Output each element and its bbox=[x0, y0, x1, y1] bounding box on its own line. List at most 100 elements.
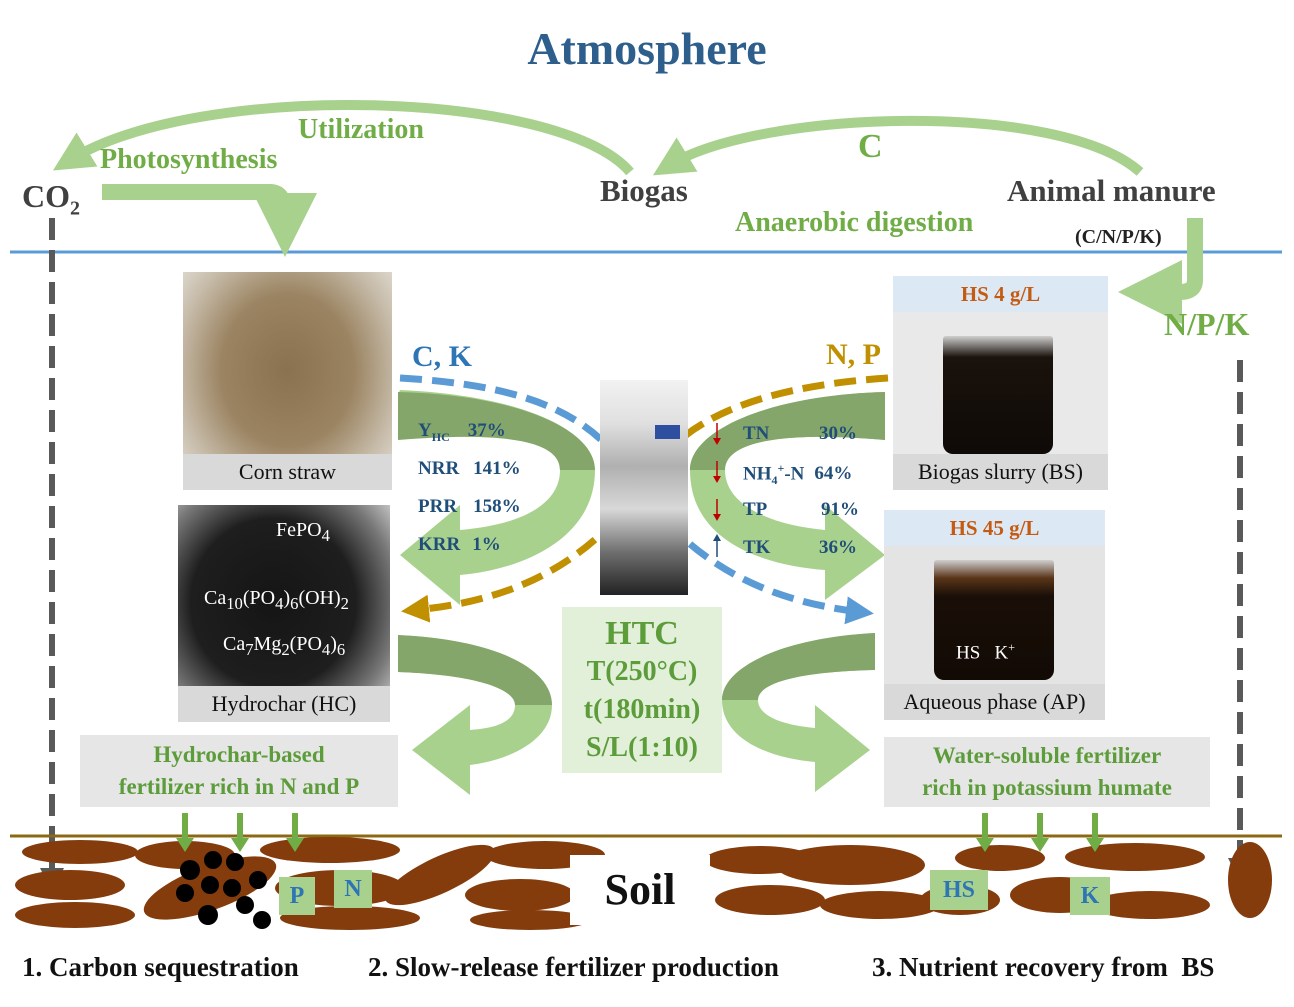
carbon-label: C bbox=[858, 128, 883, 165]
trend-arrows bbox=[713, 423, 721, 557]
htc-time: t(180min) bbox=[583, 694, 701, 725]
ap-inner-sup: + bbox=[1008, 640, 1016, 654]
stat-value: 158% bbox=[473, 496, 521, 517]
f: Ca bbox=[223, 633, 246, 655]
biogas-label: Biogas bbox=[600, 173, 688, 208]
stat-tp: TP 91% bbox=[743, 499, 859, 521]
htc-title: HTC bbox=[605, 615, 679, 652]
stat-name: TN bbox=[743, 423, 770, 444]
stat-value: 30% bbox=[819, 423, 857, 444]
fertilizer-line: fertilizer rich in N and P bbox=[118, 774, 360, 799]
nutrient-hs-box: HS bbox=[930, 870, 988, 910]
aqueous-beaker bbox=[934, 560, 1054, 680]
stat-name: PRR bbox=[418, 496, 458, 517]
utilization-label: Utilization bbox=[298, 114, 424, 145]
ap-inner-text: HS K bbox=[956, 642, 1009, 664]
page-title: Atmosphere bbox=[527, 23, 767, 74]
label-carbon-sequestration: 1. Carbon sequestration bbox=[22, 952, 299, 982]
nutrient-k-box: K bbox=[1070, 877, 1110, 915]
right-upper-arrow-shade bbox=[690, 392, 885, 470]
corn-straw-photo: Corn straw bbox=[183, 272, 392, 490]
stat-name: Y bbox=[418, 420, 432, 441]
utilization-arrow bbox=[52, 100, 634, 176]
hydroxyapatite-formula: Ca10(PO4)6(OH)2 bbox=[204, 587, 349, 614]
f: 2 bbox=[340, 594, 349, 613]
htc-conditions-box: HTC T(250°C) t(180min) S/L(1:10) bbox=[562, 607, 722, 773]
label-nutrient-recovery: 3. Nutrient recovery from BS bbox=[872, 952, 1215, 982]
stat-value: 64% bbox=[814, 463, 853, 485]
f: 6 bbox=[336, 640, 346, 659]
water-soluble-fertilizer-box: Water-soluble fertilizer rich in potassi… bbox=[884, 737, 1210, 807]
aqueous-phase-hs: HS 45 g/L bbox=[884, 510, 1105, 546]
stat-value: 1% bbox=[472, 534, 501, 555]
photosynthesis-arrow bbox=[102, 184, 317, 257]
ck-label: C, K bbox=[412, 340, 472, 373]
aqueous-phase-caption: Aqueous phase (AP) bbox=[884, 684, 1105, 720]
npk-label: N/P/K bbox=[1164, 306, 1250, 342]
stat-name: TK bbox=[743, 537, 771, 558]
right-lower-arrow-shade bbox=[722, 633, 875, 700]
f: (OH) bbox=[298, 587, 341, 609]
slurry-beaker bbox=[943, 336, 1053, 454]
f: (PO bbox=[242, 587, 276, 609]
left-lower-arrow-shade bbox=[398, 635, 552, 705]
htc-ratio: S/L(1:10) bbox=[586, 732, 698, 763]
aqueous-inner-label: HS K+ bbox=[956, 640, 1015, 664]
stat-prr: PRR 158% bbox=[418, 496, 521, 518]
biogas-slurry-hs: HS 4 g/L bbox=[893, 276, 1108, 312]
stat-sub: 4 bbox=[771, 473, 778, 488]
stat-sup: + bbox=[777, 461, 785, 475]
htc-temperature: T(250°C) bbox=[586, 656, 698, 687]
nutrient-n-box: N bbox=[334, 870, 372, 908]
stat-name: NH bbox=[743, 463, 772, 485]
f: Ca bbox=[204, 587, 227, 609]
co2-text: CO bbox=[22, 178, 70, 214]
co2-label: CO2 bbox=[22, 178, 80, 220]
fepo4-formula: FePO4 bbox=[276, 519, 330, 546]
carbon-arrow bbox=[652, 115, 1144, 176]
f: 4 bbox=[321, 640, 331, 659]
stat-suffix: -N bbox=[784, 463, 805, 485]
hydrochar-photo: FePO4 Ca10(PO4)6(OH)2 Ca7Mg2(PO4)6 Hydro… bbox=[178, 505, 390, 722]
photosynthesis-label: Photosynthesis bbox=[100, 144, 278, 175]
nutrient-p-box: P bbox=[279, 877, 315, 915]
fertilizer-line: Hydrochar-based bbox=[153, 742, 325, 767]
corn-straw-caption: Corn straw bbox=[183, 454, 392, 490]
stat-sub: HC bbox=[431, 429, 450, 444]
stat-name: NRR bbox=[418, 458, 460, 479]
stat-name: KRR bbox=[418, 534, 461, 555]
nutrient-down-arrows bbox=[182, 813, 1098, 840]
label-slow-release-fertilizer: 2. Slow-release fertilizer production bbox=[368, 952, 779, 982]
f: (PO bbox=[289, 633, 322, 655]
cnpk-label: (C/N/P/K) bbox=[1075, 226, 1162, 248]
biogas-slurry-photo: HS 4 g/L Biogas slurry (BS) bbox=[893, 276, 1108, 490]
reactor-panel bbox=[655, 425, 680, 439]
left-upper-arrow-shade bbox=[398, 392, 595, 470]
f: Mg bbox=[253, 633, 282, 655]
hydrochar-fertilizer-box: Hydrochar-based fertilizer rich in N and… bbox=[80, 735, 398, 807]
f: 7 bbox=[245, 640, 254, 659]
stat-nh4: NH4+-N 64% bbox=[743, 461, 852, 488]
fertilizer-line: rich in potassium humate bbox=[922, 775, 1172, 800]
stat-value: 91% bbox=[821, 499, 859, 520]
np-label: N, P bbox=[826, 338, 881, 371]
stat-name: TP bbox=[743, 499, 768, 520]
htc-reactor-photo bbox=[600, 380, 688, 595]
stat-value: 36% bbox=[819, 537, 857, 558]
hydrochar-caption: Hydrochar (HC) bbox=[178, 686, 390, 722]
manure-to-slurry-arrow bbox=[1118, 218, 1203, 324]
f: 6 bbox=[290, 594, 299, 613]
np-dashed-flow bbox=[401, 374, 889, 623]
co2-subscript: 2 bbox=[70, 197, 80, 220]
aqueous-phase-photo: HS 45 g/L HS K+ Aqueous phase (AP) bbox=[884, 510, 1105, 720]
f: 2 bbox=[281, 640, 290, 659]
biogas-slurry-caption: Biogas slurry (BS) bbox=[893, 454, 1108, 490]
stat-tk: TK 36% bbox=[743, 537, 857, 559]
camg-phosphate-formula: Ca7Mg2(PO4)6 bbox=[223, 633, 345, 660]
f: 10 bbox=[226, 594, 243, 613]
hydrochar-granules bbox=[176, 851, 271, 929]
